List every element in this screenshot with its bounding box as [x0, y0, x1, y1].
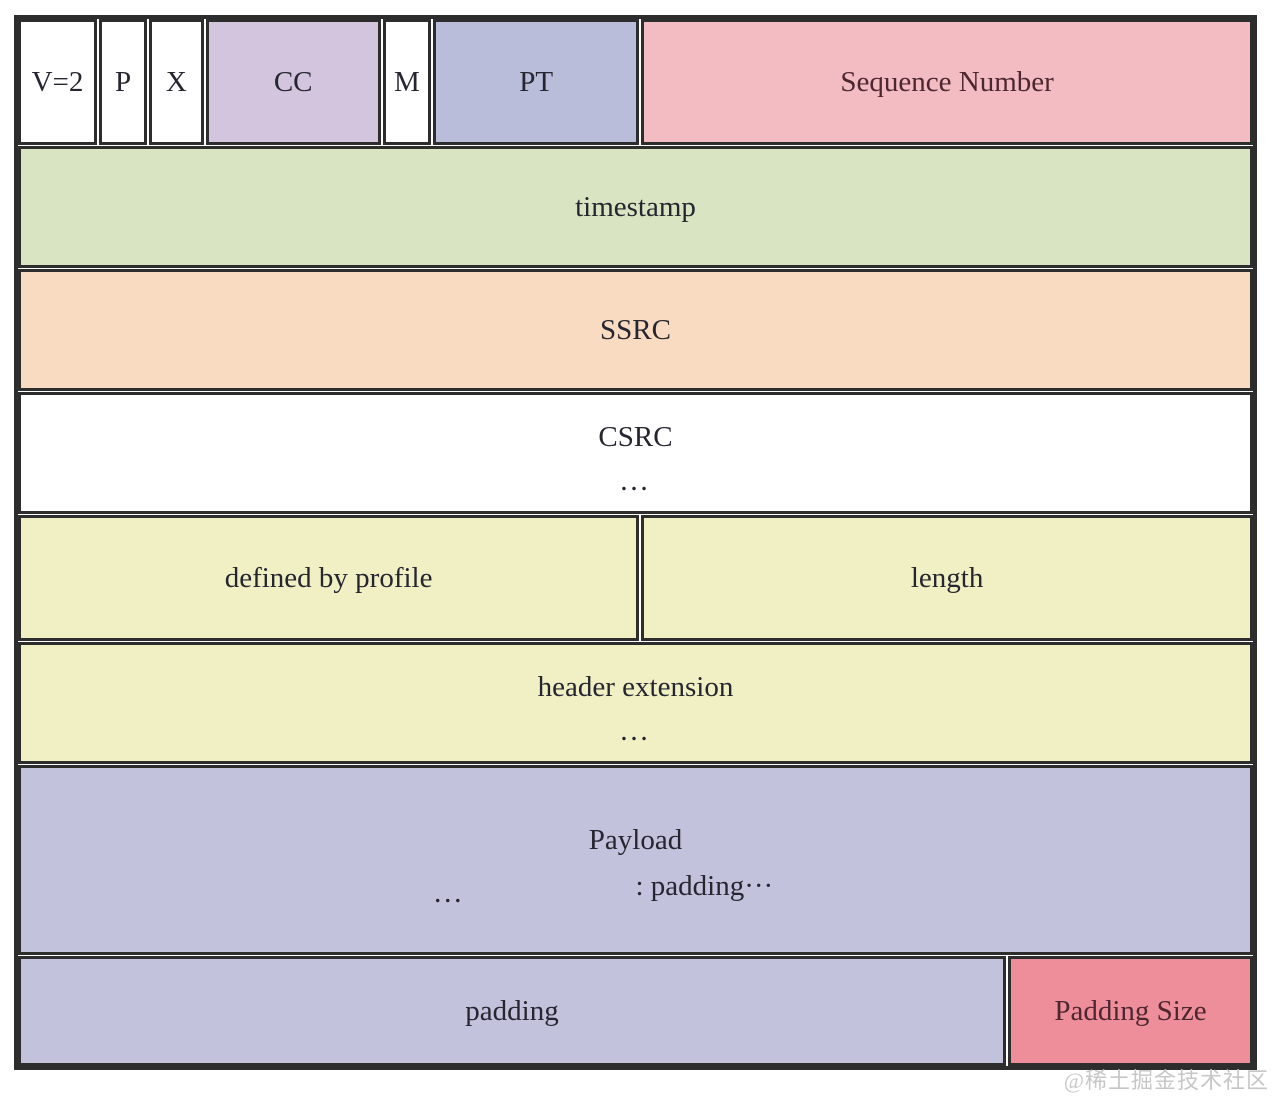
csrc-ellipsis: …: [619, 464, 652, 497]
header-extension-title: header extension: [537, 671, 734, 703]
juejin-watermark: @稀土掘金技术社区: [1063, 1068, 1269, 1093]
cell-length: length: [641, 515, 1253, 641]
field-version: V=2: [18, 19, 98, 145]
cell-padding-size: Padding Size: [1008, 956, 1253, 1066]
payload-ellipsis: …: [432, 876, 466, 909]
row-ssrc: SSRC: [18, 269, 1253, 391]
row-header-extension: header extension …: [18, 642, 1253, 764]
cell-padding: padding: [18, 956, 1006, 1066]
payload-title: Payload: [588, 824, 683, 856]
row-timestamp: timestamp: [18, 146, 1253, 268]
row-padding: padding Padding Size: [18, 956, 1253, 1066]
field-payload-type: PT: [433, 19, 640, 145]
header-extension-ellipsis: …: [619, 714, 652, 747]
header-word-row: V=2 P X CC M PT Sequence Number: [18, 19, 1253, 145]
diagram-outer-frame: V=2 P X CC M PT Sequence Number timestam…: [14, 15, 1257, 1070]
field-csrc-count: CC: [205, 19, 381, 145]
csrc-title: CSRC: [598, 421, 673, 453]
row-csrc: … CSRC …: [18, 392, 1253, 514]
field-extension-flag: X: [149, 19, 204, 145]
field-padding-flag: P: [99, 19, 148, 145]
payload-padding-note: : padding···: [635, 870, 774, 902]
row-payload: Payload … : padding···: [18, 765, 1253, 955]
cell-defined-by-profile: defined by profile: [18, 515, 640, 641]
field-marker: M: [382, 19, 432, 145]
row-extension-header: defined by profile length: [18, 515, 1253, 641]
field-sequence-number: Sequence Number: [641, 19, 1253, 145]
